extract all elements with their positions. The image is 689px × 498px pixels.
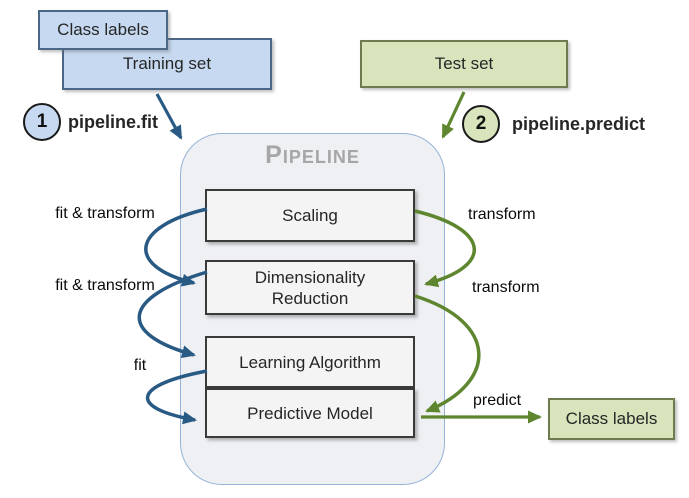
annotation-fit-transform-1: fit & transform (55, 205, 155, 222)
annotation-predict: predict (472, 392, 522, 409)
annotation-fit-transform-2: fit & transform (55, 277, 155, 294)
annotation-fit: fit (133, 357, 147, 374)
step-1-circle: 1 (23, 103, 61, 141)
stage-learning-algorithm: Learning Algorithm (205, 336, 415, 388)
pipeline-title: Pipeline (265, 141, 360, 169)
training-set-label: Training set (122, 54, 212, 73)
stage-dimensionality-reduction: Dimensionality Reduction (205, 260, 415, 315)
pipeline-predict-label: pipeline.predict (512, 114, 646, 134)
stage-predictive-model-label: Predictive Model (247, 403, 373, 423)
test-set-box: Test set (360, 40, 568, 88)
test-set-label: Test set (434, 54, 494, 73)
stage-scaling: Scaling (205, 189, 415, 242)
step-1-number: 1 (36, 111, 48, 132)
annotation-transform-2: transform (472, 279, 540, 296)
class-labels-output-box: Class labels (548, 398, 675, 440)
step-2-circle: 2 (462, 105, 500, 143)
stage-scaling-label: Scaling (282, 206, 338, 225)
stage-predictive-model: Predictive Model (205, 388, 415, 438)
annotation-transform-1: transform (468, 206, 536, 223)
arrow-test-to-pipeline (441, 91, 466, 139)
pipeline-fit-label: pipeline.fit (68, 112, 158, 132)
stage-learning-algorithm-label: Learning Algorithm (239, 352, 381, 372)
class-labels-output-label: Class labels (565, 409, 658, 428)
class-labels-input-box: Class labels (38, 10, 168, 50)
class-labels-input-label: Class labels (57, 20, 149, 39)
arrow-training-to-pipeline (155, 93, 183, 140)
stage-dimensionality-reduction-label: Dimensionality Reduction (254, 267, 366, 308)
step-2-number: 2 (475, 113, 487, 134)
